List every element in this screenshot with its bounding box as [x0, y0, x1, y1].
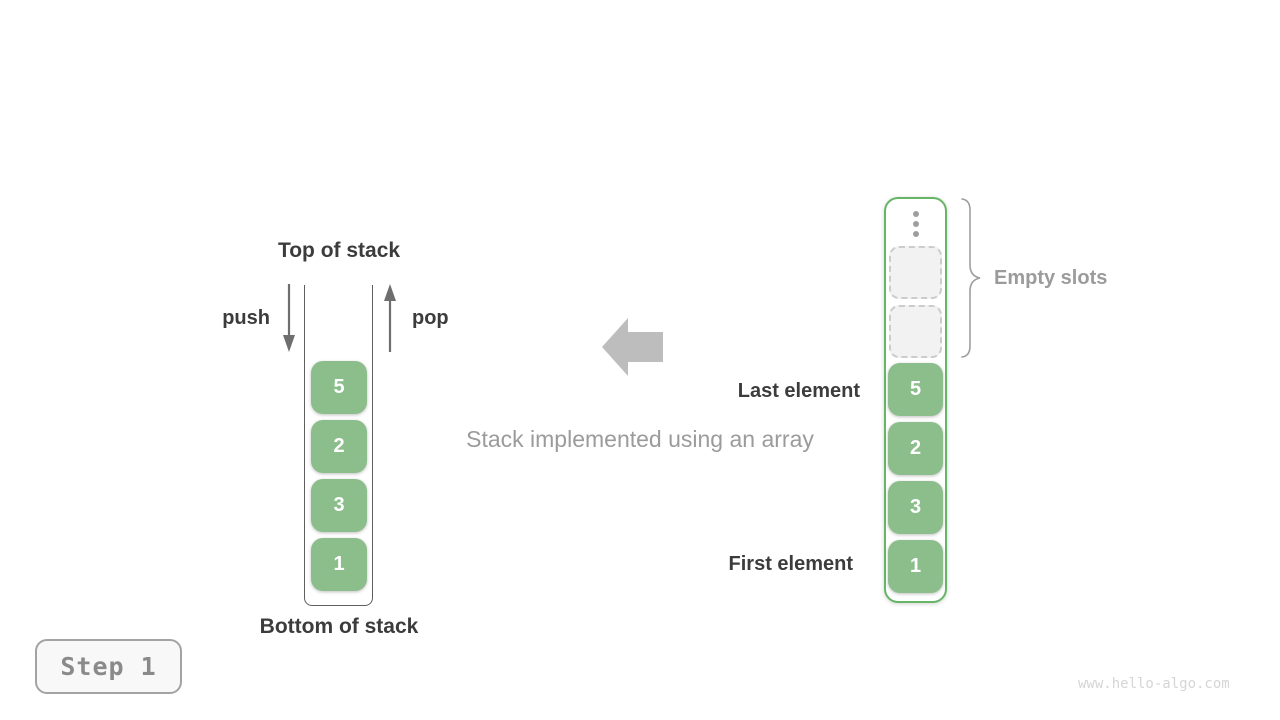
- stack-elements: 5 2 3 1: [311, 361, 367, 591]
- push-label: push: [222, 307, 270, 329]
- left-block-arrow-icon: [602, 318, 663, 376]
- watermark: www.hello-algo.com: [1078, 676, 1230, 692]
- top-of-stack-label: Top of stack: [277, 239, 401, 262]
- stack-element: 1: [311, 538, 367, 591]
- pop-label: pop: [412, 307, 449, 329]
- bottom-of-stack-label: Bottom of stack: [259, 615, 419, 638]
- empty-slots-label: Empty slots: [994, 267, 1108, 289]
- array-element: 3: [888, 481, 943, 534]
- array-container: 5 2 3 1: [884, 197, 947, 603]
- push-down-arrow-icon: [283, 284, 295, 352]
- curly-brace-icon: [961, 198, 981, 358]
- diagram-caption: Stack implemented using an array: [466, 426, 814, 452]
- stack-element: 3: [311, 479, 367, 532]
- vertical-ellipsis-icon: [886, 211, 945, 237]
- array-element: 5: [888, 363, 943, 416]
- step-badge: Step 1: [35, 639, 182, 694]
- last-element-label: Last element: [737, 380, 860, 402]
- first-element-label: First element: [728, 553, 853, 575]
- empty-slot: [889, 305, 942, 358]
- stack-element: 2: [311, 420, 367, 473]
- pop-up-arrow-icon: [384, 284, 396, 352]
- empty-slot: [889, 246, 942, 299]
- array-element: 1: [888, 540, 943, 593]
- array-element: 2: [888, 422, 943, 475]
- stack-element: 5: [311, 361, 367, 414]
